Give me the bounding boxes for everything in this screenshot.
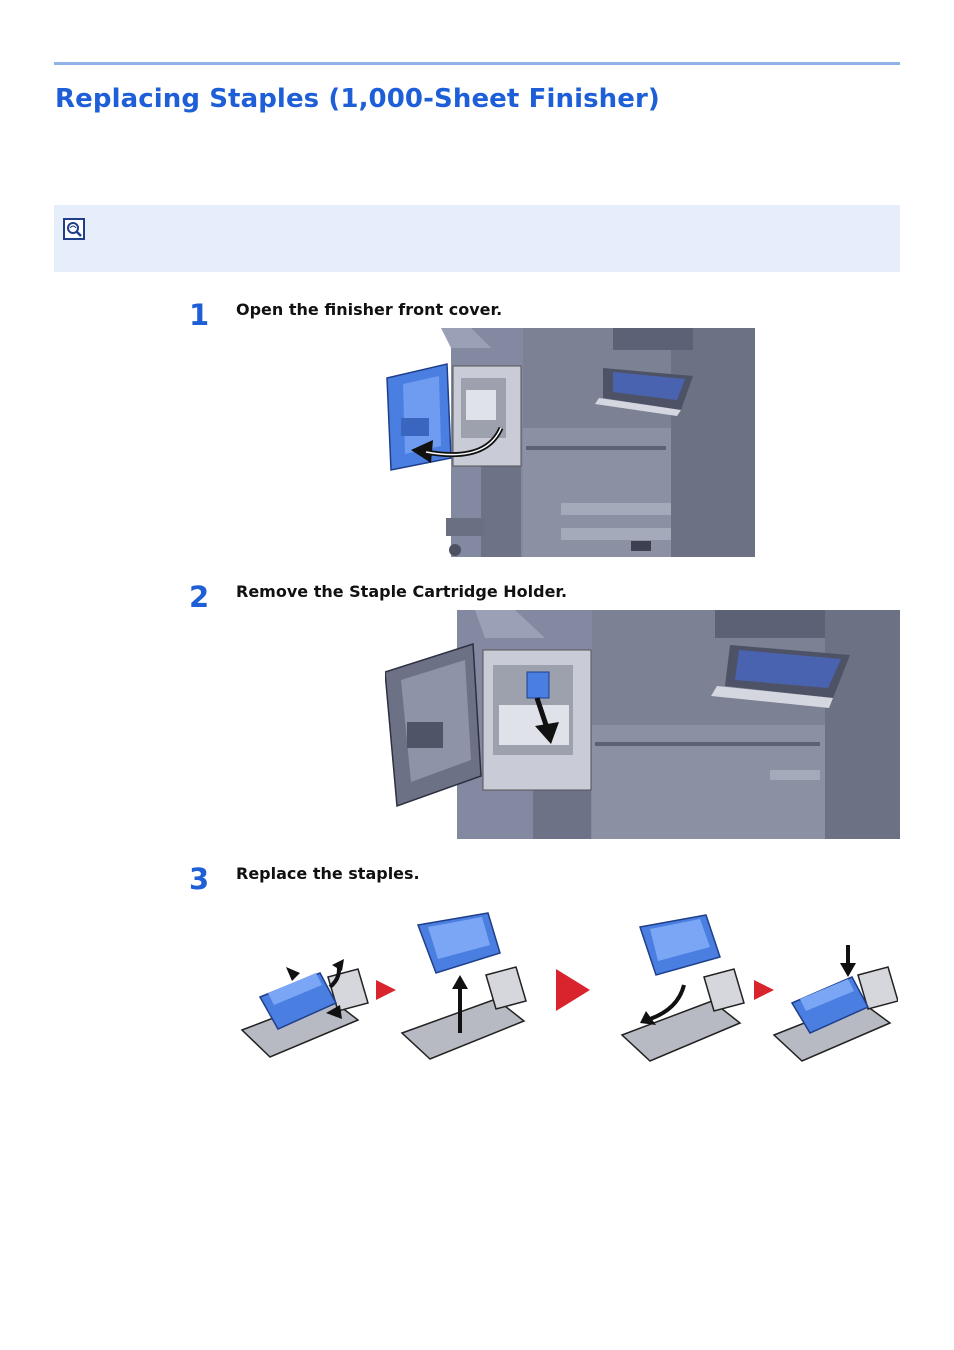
- note-icon: [63, 218, 85, 240]
- step-2-text: Remove the Staple Cartridge Holder.: [236, 582, 568, 601]
- step-2-number: 2: [189, 580, 210, 614]
- next-step-arrow-icon-large: [556, 969, 590, 1011]
- step-3-number: 3: [189, 862, 210, 896]
- page-title: Replacing Staples (1,000-Sheet Finisher): [55, 84, 660, 114]
- note-box: [54, 205, 900, 272]
- header-rule: [54, 62, 900, 65]
- staple-cartridge-holder-illustration: [385, 610, 900, 839]
- next-step-arrow-icon-2: [754, 980, 774, 1000]
- new-cartridge-insert: [620, 914, 745, 1062]
- step-3-text: Replace the staples.: [236, 864, 420, 883]
- step-1-text: Open the finisher front cover.: [236, 300, 503, 319]
- replace-staples-illustration: [238, 905, 898, 1070]
- step-1-number: 1: [189, 298, 210, 332]
- next-step-arrow-icon: [376, 980, 396, 1000]
- cartridge-lifted: [400, 912, 527, 1060]
- cartridge-installed: [772, 945, 898, 1062]
- arrow-icon: [286, 959, 344, 1019]
- finisher-front-cover-illustration: [381, 328, 755, 557]
